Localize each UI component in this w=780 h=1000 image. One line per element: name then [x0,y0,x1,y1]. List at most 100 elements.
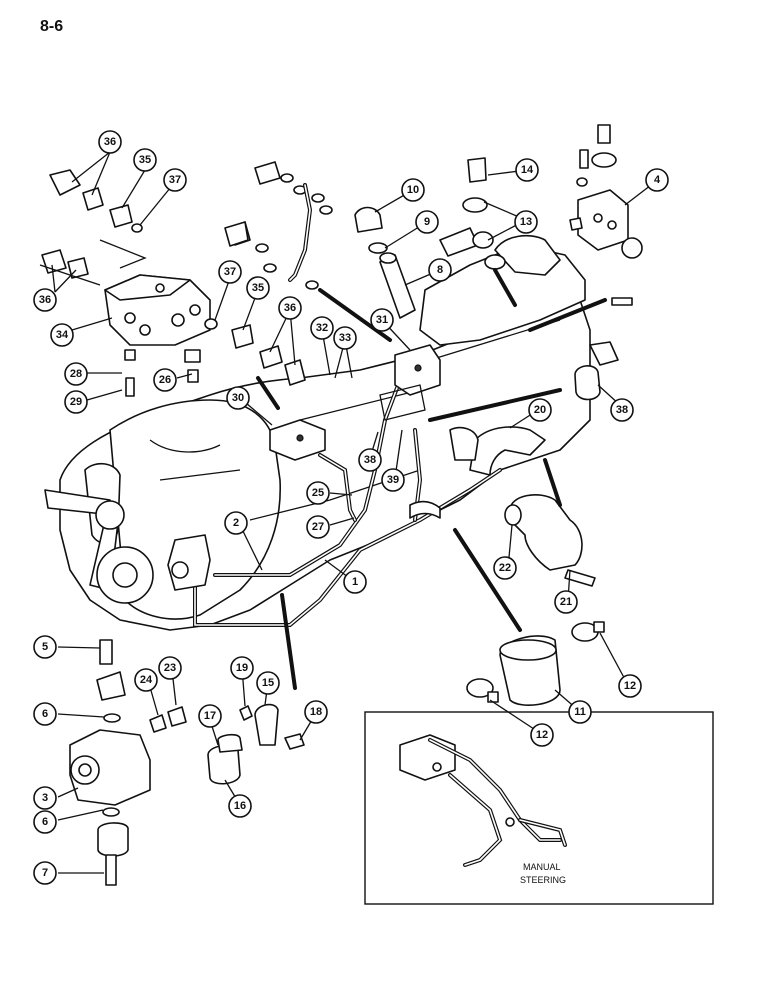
page-number: 8-6 [40,18,64,35]
svg-text:33: 33 [339,332,351,344]
callout-20: 20 [528,398,552,422]
upper-pipe-bracket [224,161,333,290]
svg-text:34: 34 [56,329,69,341]
svg-text:38: 38 [616,404,628,416]
callout-5: 5 [33,635,57,659]
callout-29: 29 [64,390,88,414]
svg-text:35: 35 [252,282,264,294]
svg-text:11: 11 [574,706,586,718]
svg-text:22: 22 [499,562,511,574]
callout-24: 24 [134,668,158,692]
callout-3: 3 [33,786,57,810]
callout-19: 19 [230,656,254,680]
callout-35-a: 35 [133,148,157,172]
callout-13: 13 [514,210,538,234]
callout-34: 34 [50,323,74,347]
svg-text:21: 21 [560,596,572,608]
svg-text:25: 25 [312,487,324,499]
svg-text:27: 27 [312,521,324,533]
callout-38-b: 38 [610,398,634,422]
svg-text:30: 30 [232,392,244,404]
inset-manual-steering: MANUAL STEERING [364,711,714,905]
svg-text:28: 28 [70,368,82,380]
clamp-parts [207,703,305,785]
callout-4: 4 [645,168,669,192]
callout-18: 18 [304,700,328,724]
callout-26: 26 [153,368,177,392]
callout-37-b: 37 [218,260,242,284]
callout-6-b: 6 [33,810,57,834]
svg-text:37: 37 [169,174,181,186]
callout-2: 2 [224,511,248,535]
housing-21 [504,494,596,587]
svg-text:5: 5 [42,641,48,653]
clamp-38-right [574,341,619,401]
callout-36-c: 36 [278,296,302,320]
callout-39: 39 [381,468,405,492]
svg-text:1: 1 [352,576,358,588]
svg-text:18: 18 [310,706,322,718]
svg-text:37: 37 [224,266,236,278]
engine-pump [167,534,211,591]
svg-text:29: 29 [70,396,82,408]
svg-text:12: 12 [624,680,636,692]
svg-text:36: 36 [39,294,51,306]
svg-text:12: 12 [536,729,548,741]
svg-text:26: 26 [159,374,171,386]
callouts: 36 35 37 36 34 28 29 26 37 35 36 32 33 3… [33,130,669,885]
svg-text:38: 38 [364,454,376,466]
callout-1: 1 [343,570,367,594]
svg-text:3: 3 [42,792,48,804]
callout-32: 32 [310,316,334,340]
callout-12-a: 12 [618,674,642,698]
callout-23: 23 [158,656,182,680]
svg-text:32: 32 [316,322,328,334]
svg-text:7: 7 [42,867,48,879]
callout-11: 11 [568,700,592,724]
svg-text:19: 19 [236,662,248,674]
pump-assembly-3 [69,639,187,886]
steering-pump-34 [104,274,211,363]
callout-30: 30 [226,386,250,410]
callout-16: 16 [228,794,252,818]
svg-text:14: 14 [521,164,534,176]
callout-9: 9 [415,210,439,234]
callout-22: 22 [493,556,517,580]
callout-10: 10 [401,178,425,202]
hose-11 [466,621,605,706]
svg-text:6: 6 [42,708,48,720]
svg-text:13: 13 [520,216,532,228]
svg-text:15: 15 [262,677,274,689]
callout-8: 8 [428,258,452,282]
callout-28: 28 [64,362,88,386]
callout-36-b: 36 [33,288,57,312]
svg-text:39: 39 [387,474,399,486]
callout-31: 31 [370,308,394,332]
svg-text:17: 17 [204,710,216,722]
callout-38-a: 38 [358,448,382,472]
svg-text:20: 20 [534,404,546,416]
top-right-fittings [439,157,506,270]
svg-text:9: 9 [424,216,430,228]
svg-text:4: 4 [654,174,661,186]
callout-14: 14 [515,158,539,182]
callout-6-a: 6 [33,702,57,726]
svg-text:8: 8 [437,264,443,276]
callout-7: 7 [33,861,57,885]
svg-text:16: 16 [234,800,246,812]
elbow-pipe [449,426,546,476]
callout-21: 21 [554,590,578,614]
callout-37-a: 37 [163,168,187,192]
svg-text:36: 36 [284,302,296,314]
svg-text:24: 24 [140,674,153,686]
callout-25: 25 [306,481,330,505]
callout-35-b: 35 [246,276,270,300]
svg-text:6: 6 [42,816,48,828]
direction-lines [256,268,607,690]
callout-27: 27 [306,515,330,539]
svg-text:31: 31 [376,314,388,326]
callout-36-a: 36 [98,130,122,154]
callout-15: 15 [256,671,280,695]
steering-valve-block [269,344,441,461]
